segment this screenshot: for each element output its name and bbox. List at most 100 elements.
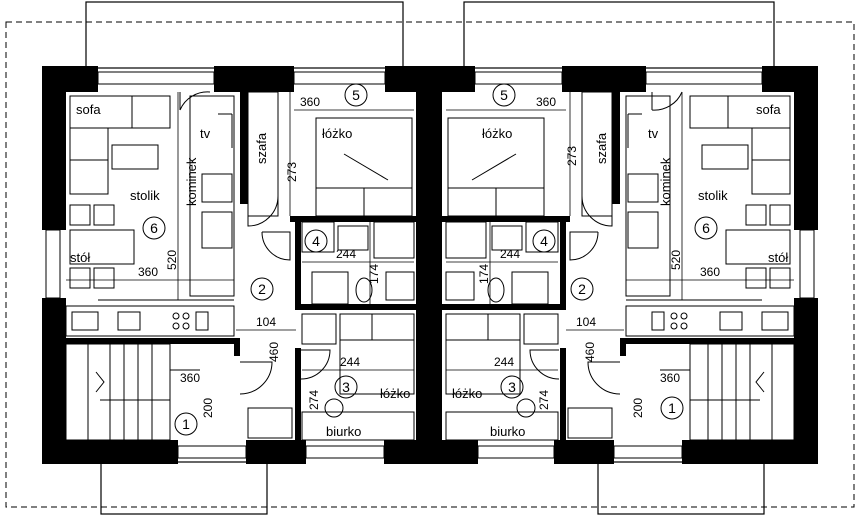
desk xyxy=(301,411,415,441)
storage xyxy=(247,407,293,439)
window xyxy=(645,71,763,85)
windows xyxy=(45,71,815,459)
sink xyxy=(491,225,523,251)
svg-text:3: 3 xyxy=(342,379,350,395)
door-swing xyxy=(179,91,211,111)
dim-274: 274 xyxy=(307,390,321,410)
dim-174: 174 xyxy=(367,264,381,284)
room-number-3: 3 xyxy=(500,375,524,399)
dining-table xyxy=(725,229,791,265)
wall xyxy=(442,216,570,222)
wall xyxy=(682,440,818,464)
wall xyxy=(560,222,566,306)
kitchen-counter xyxy=(65,305,235,337)
dim-520: 520 xyxy=(165,250,179,270)
label-table: stół xyxy=(70,250,90,265)
kitchen-counter xyxy=(625,305,795,337)
stair-right xyxy=(689,343,795,441)
label-sofa: sofa xyxy=(756,102,781,117)
party-wall xyxy=(416,66,442,464)
room-number-5: 5 xyxy=(492,83,516,107)
wall xyxy=(42,298,66,464)
door-swing xyxy=(569,231,599,261)
room-number-6: 6 xyxy=(142,216,166,240)
dimension-labels: 360 360 360 360 360 360 273 273 520 520 … xyxy=(138,95,720,418)
label-table: stół xyxy=(768,250,788,265)
svg-text:5: 5 xyxy=(500,87,508,103)
dim-244: 244 xyxy=(336,247,356,261)
wall xyxy=(612,92,620,204)
dim-273: 273 xyxy=(565,146,579,166)
dim-244: 244 xyxy=(494,355,514,369)
svg-text:2: 2 xyxy=(578,281,586,297)
dim-360: 360 xyxy=(180,371,200,385)
label-coffee-table: stolik xyxy=(130,188,160,203)
room-numbers: 5 5 6 6 4 4 2 2 3 3 1 1 xyxy=(142,83,718,436)
dining-table xyxy=(69,229,135,265)
door-swing xyxy=(581,195,613,227)
washer xyxy=(311,271,349,305)
label-bed: łóżko xyxy=(380,386,410,401)
window xyxy=(799,229,815,299)
window xyxy=(477,445,555,459)
label-fireplace: kominek xyxy=(658,157,673,206)
room-number-4: 4 xyxy=(304,229,328,253)
label-desk: biurko xyxy=(326,424,361,439)
room-number-1: 1 xyxy=(660,396,684,420)
wall xyxy=(562,66,646,92)
fireplace xyxy=(627,173,659,203)
desk xyxy=(445,411,559,441)
balcony-left xyxy=(85,1,404,69)
label-coffee-table: stolik xyxy=(698,188,728,203)
exterior-walls xyxy=(42,66,818,464)
wall xyxy=(66,338,234,344)
wall xyxy=(626,338,794,344)
wall xyxy=(794,298,818,464)
wall xyxy=(234,338,240,356)
window xyxy=(293,71,386,85)
toilet xyxy=(355,277,373,303)
wall xyxy=(560,348,566,440)
label-wardrobe: szafa xyxy=(594,132,609,164)
wall xyxy=(240,92,248,204)
room-number-3: 3 xyxy=(334,375,358,399)
dim-360: 360 xyxy=(660,371,680,385)
wardrobe xyxy=(581,91,613,217)
fireplace xyxy=(201,173,233,203)
roof-outline xyxy=(5,21,855,508)
door-swing xyxy=(261,231,291,261)
window xyxy=(305,445,385,459)
svg-text:2: 2 xyxy=(258,281,266,297)
wall xyxy=(442,304,566,310)
room-number-5: 5 xyxy=(344,83,368,107)
door-swing xyxy=(239,361,273,395)
coffee-table xyxy=(701,144,749,170)
dim-273: 273 xyxy=(285,162,299,182)
stairs xyxy=(65,343,795,441)
wall xyxy=(42,440,178,464)
wall xyxy=(620,338,626,356)
room-number-1: 1 xyxy=(174,412,198,436)
wall xyxy=(290,216,416,222)
coffee-table xyxy=(111,144,159,170)
wall xyxy=(554,440,614,464)
wardrobe xyxy=(247,91,279,217)
wall xyxy=(295,222,301,306)
svg-text:6: 6 xyxy=(150,220,158,236)
dim-244: 244 xyxy=(340,355,360,369)
washer xyxy=(511,271,549,305)
window xyxy=(474,71,563,85)
window xyxy=(177,445,247,459)
label-fireplace: kominek xyxy=(184,157,199,206)
label-tv: tv xyxy=(200,126,211,141)
label-bed: łóżko xyxy=(322,126,352,141)
door-swing xyxy=(529,349,560,380)
svg-text:6: 6 xyxy=(702,220,710,236)
canopy-right xyxy=(597,461,765,515)
canopy-left xyxy=(100,461,268,515)
bed xyxy=(339,313,415,395)
dim-200: 200 xyxy=(201,398,215,418)
bed xyxy=(445,313,521,395)
